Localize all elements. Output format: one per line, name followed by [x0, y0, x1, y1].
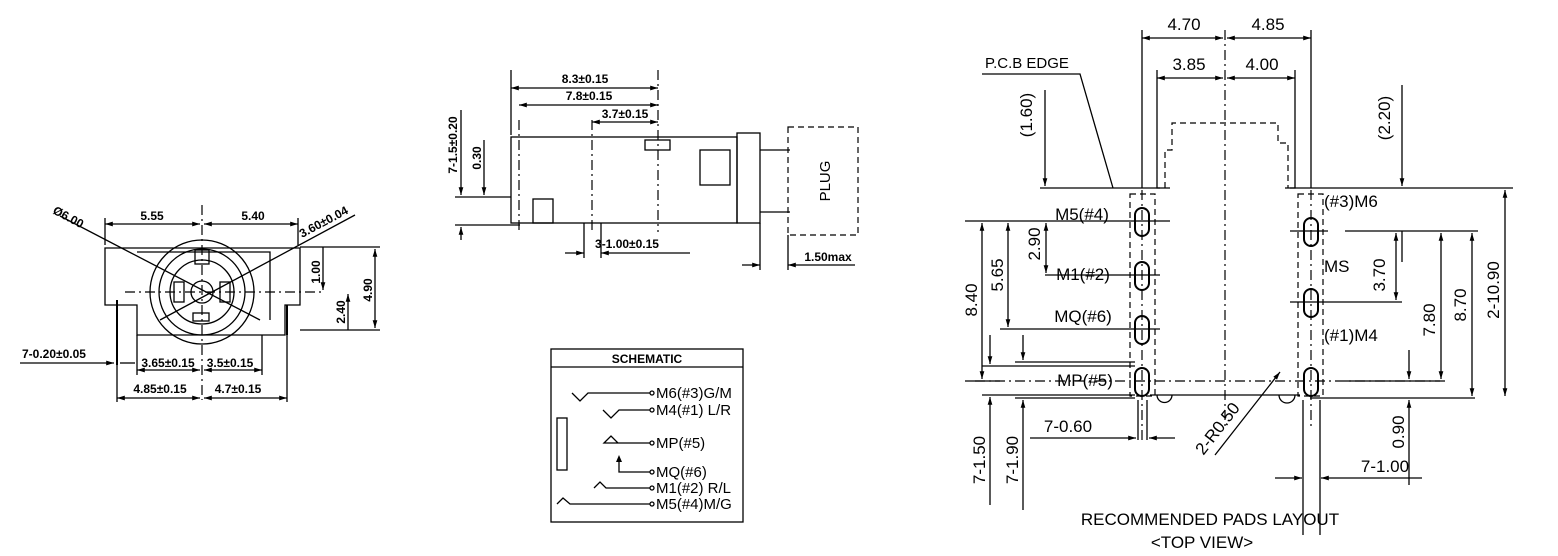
schematic-pin: MQ(#6) [656, 464, 707, 481]
dim-3-1-00: 3-1.00±0.15 [595, 237, 659, 251]
schematic-pin: M1(#2) R/L [656, 480, 731, 497]
pads-right [1302, 190, 1321, 535]
schematic-pin: M6(#3)G/M [656, 385, 732, 402]
dim-3-5: 3.5±0.15 [207, 356, 254, 370]
schematic-pin: M4(#1) L/R [656, 402, 731, 419]
dim-7-1-50: 7-1.50 [970, 436, 989, 484]
dim-3-85: 3.85 [1172, 55, 1205, 74]
schematic: SCHEMATIC M6(#3)G/M M4(#1) L/R MP(#5) MQ… [550, 348, 744, 523]
dim-2-40: 2.40 [334, 300, 348, 324]
dim-plug-gap: 1.50max [804, 250, 852, 264]
pads-layout: M5(#4) M1(#2) MQ(#6) MP(#5) (#3)M6 MS (#… [962, 15, 1513, 552]
schematic-title: SCHEMATIC [612, 352, 683, 366]
dim-4-85: 4.85 [1251, 15, 1284, 34]
plug-label: PLUG [817, 161, 834, 202]
dim-5-40: 5.40 [241, 209, 265, 223]
dim-4-00: 4.00 [1245, 55, 1278, 74]
pad-label-m5: M5(#4) [1055, 205, 1109, 224]
dim-4-85: 4.85±0.15 [133, 382, 187, 396]
dim-5-55: 5.55 [140, 209, 164, 223]
dim-8-40: 8.40 [962, 283, 981, 316]
dim-pin-height: 7-1.5±0.20 [446, 116, 460, 174]
dim-7-1-00: 7-1.00 [1361, 457, 1409, 476]
schematic-pin: MP(#5) [656, 435, 705, 452]
dim-7-8: 7.8±0.15 [566, 89, 613, 103]
pad-label-mp: MP(#5) [1057, 371, 1113, 390]
dim-7-0-60: 7-0.60 [1044, 417, 1092, 436]
pad-label-m4: (#1)M4 [1324, 326, 1378, 345]
front-view: 5.55 5.40 Ø6.00 3.60±0.04 1.00 2.40 4.90… [20, 203, 380, 402]
pcb-edge-label: P.C.B EDGE [985, 55, 1069, 72]
dim-4-90: 4.90 [361, 278, 375, 302]
dim-2-10-90: 2-10.90 [1484, 261, 1503, 319]
pads-layout-subtitle: <TOP VIEW> [1151, 533, 1253, 552]
dim-8-3: 8.3±0.15 [562, 72, 609, 86]
dim-0-90: 0.90 [1389, 415, 1408, 448]
dim-1-60: (1.60) [1017, 93, 1036, 137]
side-view: PLUG 8.3±0.15 7.8±0.15 3.7±0.15 7-1.5±0.… [446, 70, 859, 270]
dim-8-70: 8.70 [1451, 288, 1470, 321]
dim-3-7: 3.7±0.15 [602, 107, 649, 121]
dim-7-80: 7.80 [1420, 303, 1439, 336]
pad-label-ms: MS [1324, 257, 1350, 276]
dim-2-90: 2.90 [1025, 227, 1044, 260]
dim-4-7: 4.7±0.15 [215, 382, 262, 396]
dim-5-65: 5.65 [988, 258, 1007, 291]
dim-1-00: 1.00 [309, 260, 323, 284]
pads-layout-title: RECOMMENDED PADS LAYOUT [1081, 510, 1339, 529]
pad-label-mq: MQ(#6) [1054, 307, 1112, 326]
dim-0-30: 0.30 [470, 146, 484, 170]
dim-3-70: 3.70 [1370, 258, 1389, 291]
pads-left [1134, 190, 1150, 440]
dim-7-1-90: 7-1.90 [1003, 436, 1022, 484]
dim-4-70: 4.70 [1167, 15, 1200, 34]
dim-pin-width: 7-0.20±0.05 [22, 347, 86, 361]
dim-diameter: Ø6.00 [51, 203, 87, 231]
dim-3-65: 3.65±0.15 [141, 356, 195, 370]
pad-label-m6: (#3)M6 [1324, 192, 1378, 211]
schematic-pin: M5(#4)M/G [656, 496, 732, 513]
dim-2-20: (2.20) [1375, 96, 1394, 140]
